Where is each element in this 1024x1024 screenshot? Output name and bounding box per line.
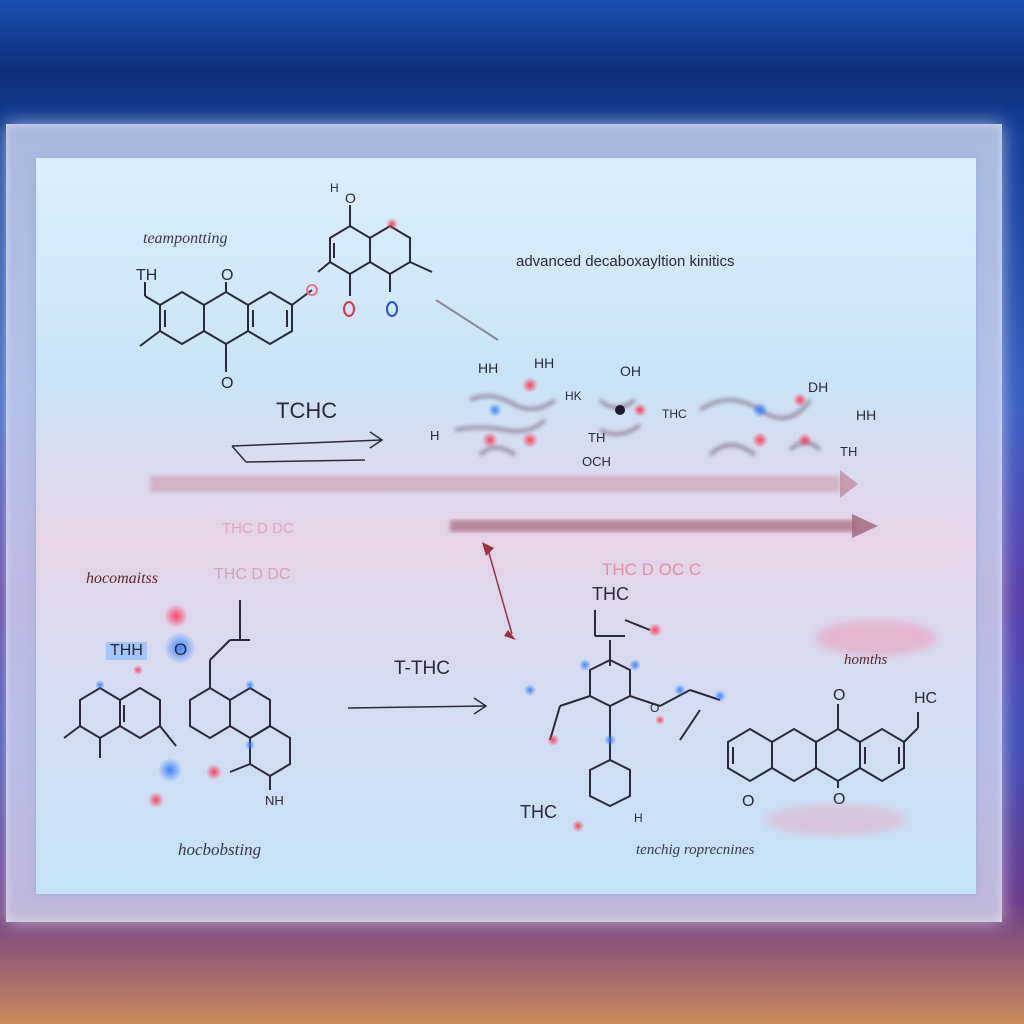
forward-arrow-bottom xyxy=(347,697,488,715)
red-dot-1 xyxy=(133,665,143,675)
red-atom-marker xyxy=(343,301,355,317)
blue-atom-marker xyxy=(386,301,398,317)
arrow-head-down xyxy=(504,630,516,640)
atom-o-right-top: O xyxy=(833,687,845,704)
pink-glow-right xyxy=(816,620,936,656)
pink-glow-right-bottom xyxy=(766,804,906,836)
naphthoquinone-structure-top xyxy=(317,205,433,296)
atom-nh: NH xyxy=(265,793,284,808)
label-mid-right-faint: THC D OC C xyxy=(602,560,702,579)
blue-dot-1 xyxy=(95,680,105,690)
blue-dot-3 xyxy=(245,740,255,750)
atom-hh-1: HH xyxy=(478,360,498,376)
thc-atom-glows xyxy=(524,623,726,832)
forward-arrow-top xyxy=(231,431,384,463)
arrow-head-up xyxy=(482,542,494,556)
atom-oh-1: OH xyxy=(620,363,641,379)
atom-th-small: TH xyxy=(588,430,605,445)
pink-atom-marker xyxy=(306,284,318,296)
anthraquinone-structure-top-left xyxy=(139,282,313,372)
label-tchc-top: TCHC xyxy=(276,398,338,423)
atom-h-ring: H xyxy=(634,811,643,825)
atom-th-left: TH xyxy=(136,267,157,284)
atom-o-anthra-bottom: O xyxy=(221,375,233,392)
label-left-faint-2: THC D DC xyxy=(214,566,291,583)
label-o-left: O xyxy=(174,640,188,659)
blue-glow-left xyxy=(158,758,182,782)
atom-th-right: TH xyxy=(840,444,857,459)
atom-h-top: H xyxy=(330,181,339,195)
red-glow-lower xyxy=(206,764,222,780)
section-label-left: hocomaitss xyxy=(86,570,158,587)
atom-hh-3: HH xyxy=(856,407,876,423)
blue-dot-2 xyxy=(245,680,255,690)
caption-top-left: teampontting xyxy=(143,230,228,247)
label-thc-center-top: THC xyxy=(592,584,629,604)
caption-right-upper: homths xyxy=(844,652,888,668)
vertical-reaction-arrow xyxy=(486,545,513,635)
atom-o-right-bottom: O xyxy=(833,791,845,808)
atom-o-top: O xyxy=(345,190,356,206)
diagram-title: advanced decaboxayltion kinitics xyxy=(516,253,735,270)
red-glow-dot xyxy=(386,218,398,230)
atom-dh: DH xyxy=(808,379,828,395)
atom-o-small: O xyxy=(650,701,659,715)
label-t-thc-arrow: T-THC xyxy=(394,658,450,679)
atom-och: OCH xyxy=(582,454,611,469)
caption-bottom-right: tenchig roprecnines xyxy=(636,842,755,858)
atom-h-small: H xyxy=(430,428,439,443)
atom-hk: HK xyxy=(565,389,582,403)
atom-glow-cluster xyxy=(482,377,812,448)
atom-o-left-bottom: O xyxy=(742,793,754,810)
thc-structure-center xyxy=(549,610,721,808)
blue-glow-large xyxy=(164,632,196,664)
connector-line xyxy=(435,299,499,341)
label-hc-right: HC xyxy=(914,690,938,707)
caption-bottom-left: hocbobsting xyxy=(178,840,262,859)
label-th-h: THH xyxy=(106,642,147,660)
atom-o-anthra-top: O xyxy=(221,267,233,284)
label-mid-left-faint: THC D DC xyxy=(222,520,294,537)
red-glow-left xyxy=(148,792,164,808)
red-glow-large xyxy=(164,604,188,628)
label-thc-center-bottom: THC xyxy=(520,802,557,822)
long-arrow-lower xyxy=(450,514,878,538)
atom-hh-2: HH xyxy=(534,355,554,371)
anthraquinone-structure-bottom-right xyxy=(727,704,919,788)
long-arrow-upper xyxy=(150,470,858,498)
atom-thc-small: THC xyxy=(662,407,687,421)
